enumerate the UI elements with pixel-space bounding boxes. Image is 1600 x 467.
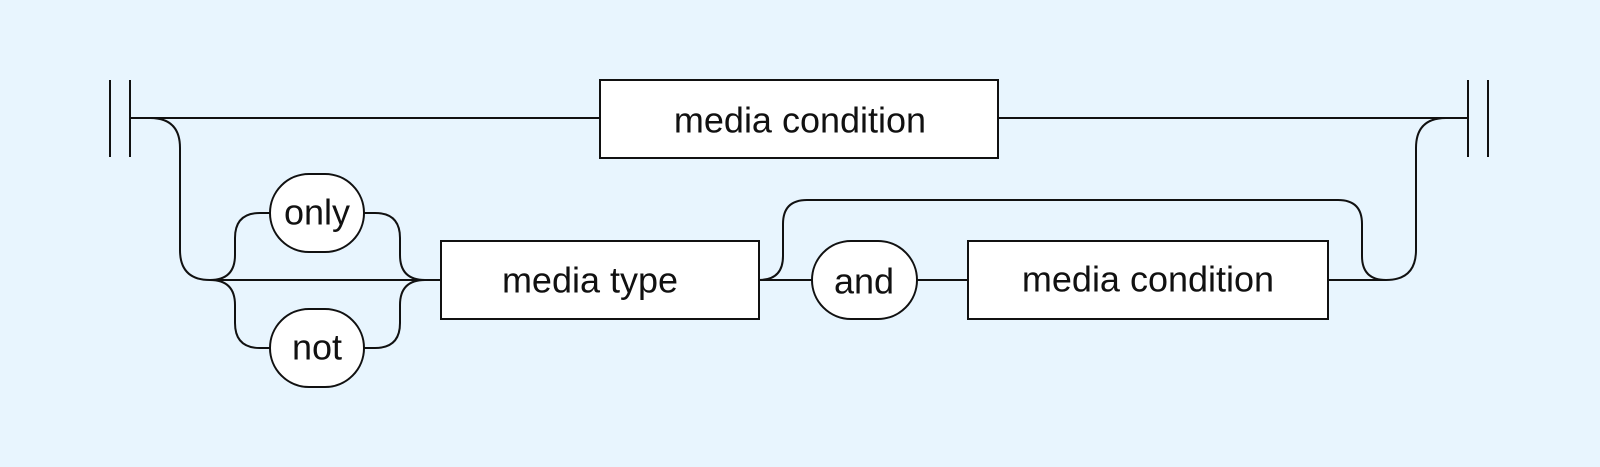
not-keyword-pill bbox=[269, 308, 365, 388]
top-media-condition-box bbox=[599, 79, 999, 159]
not-branch-left bbox=[209, 279, 270, 349]
only-keyword-pill bbox=[269, 173, 365, 253]
and-keyword-pill bbox=[811, 240, 918, 320]
bottom-media-condition-box bbox=[967, 240, 1329, 320]
bottom-media-condition-node: media condition bbox=[967, 240, 1329, 320]
only-branch-left bbox=[209, 212, 270, 281]
top-media-condition-node: media condition bbox=[599, 79, 999, 159]
and-keyword-label: and bbox=[834, 261, 894, 302]
only-keyword-node: only bbox=[269, 173, 365, 253]
optional-skip-loop bbox=[758, 199, 1387, 281]
bottom-media-condition-label: media condition bbox=[1022, 259, 1274, 300]
media-type-label: media type bbox=[502, 260, 678, 301]
not-keyword-label: not bbox=[292, 327, 342, 368]
not-branch-right bbox=[364, 279, 426, 349]
media-type-box bbox=[440, 240, 760, 320]
diagram-wires bbox=[109, 80, 1489, 349]
lower-branch-drop bbox=[149, 117, 211, 281]
only-keyword-label: only bbox=[284, 192, 350, 233]
and-keyword-node: and bbox=[811, 240, 918, 320]
media-type-node: media type bbox=[440, 240, 760, 320]
only-branch-right bbox=[364, 212, 426, 281]
top-media-condition-label: media condition bbox=[674, 100, 926, 141]
not-keyword-node: not bbox=[269, 308, 365, 388]
lower-branch-rise bbox=[1385, 117, 1447, 281]
